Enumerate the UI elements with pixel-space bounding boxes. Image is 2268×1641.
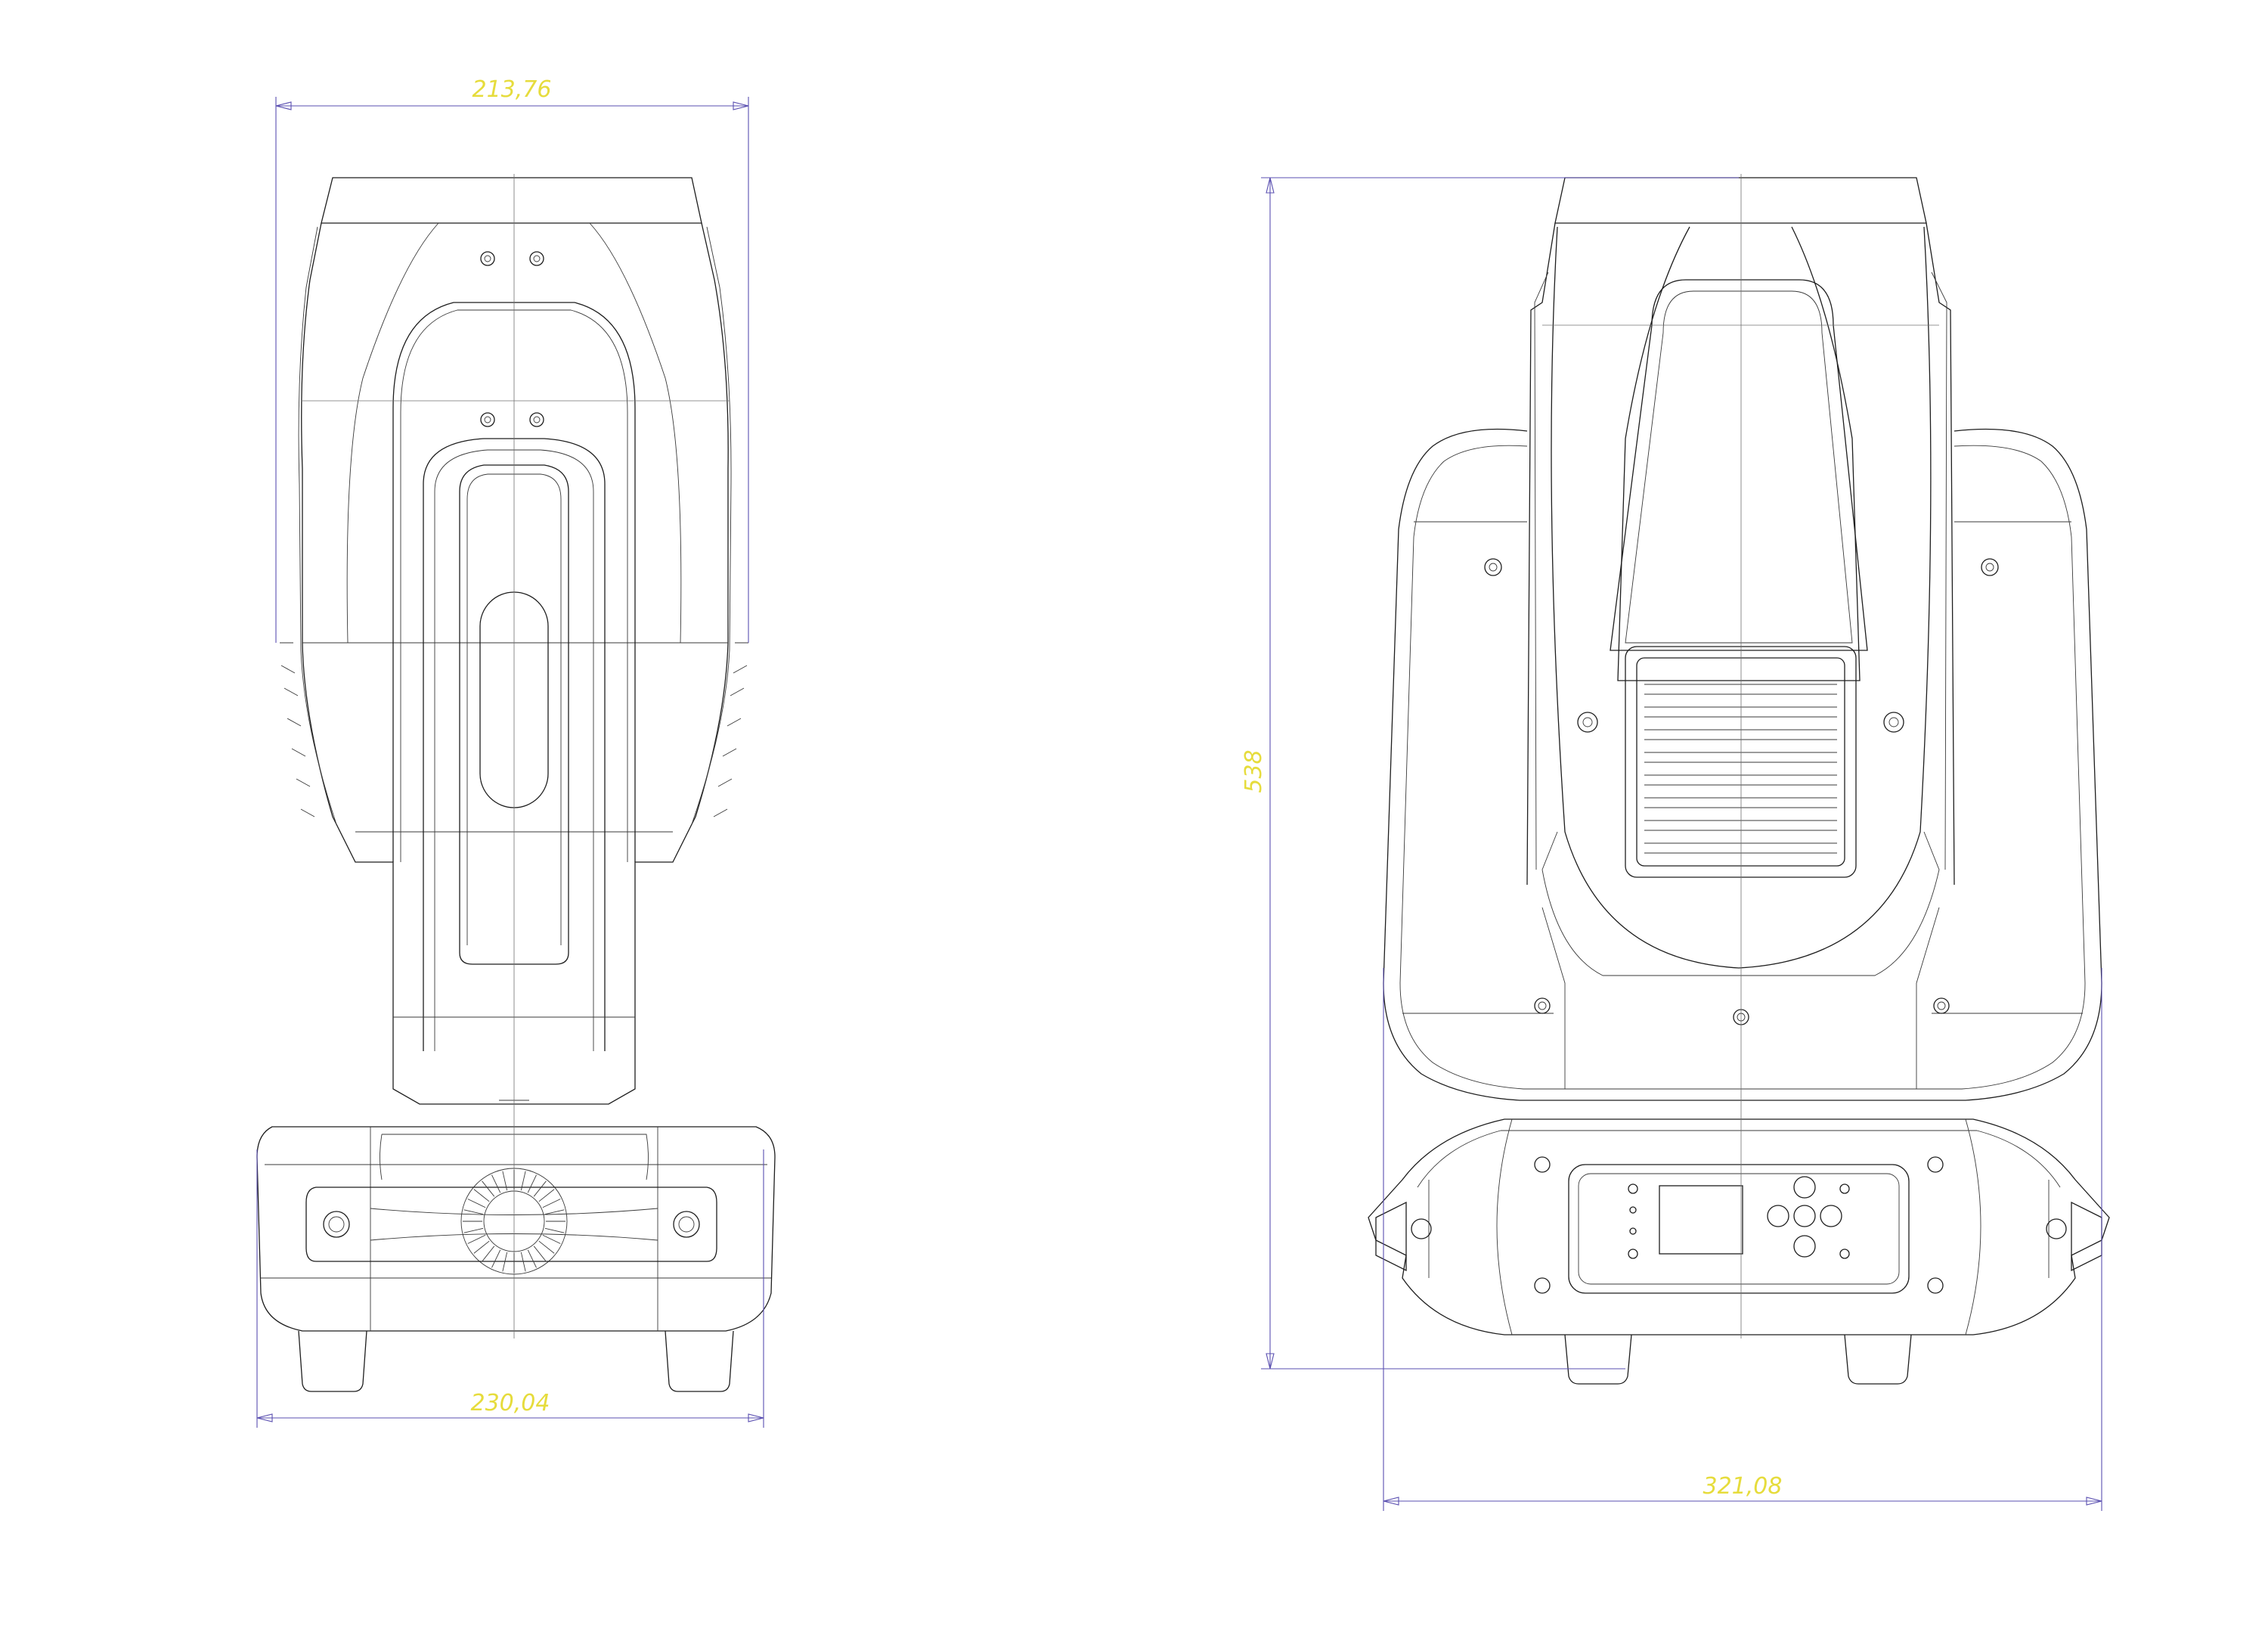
- fan-spoke: [502, 1171, 508, 1191]
- front-view: [1368, 174, 2110, 1385]
- fan-spoke: [463, 1209, 484, 1215]
- dimension-top-width: 213,76: [275, 76, 749, 643]
- fan-spoke: [533, 1180, 547, 1197]
- fan-spoke: [482, 1245, 495, 1262]
- fan-spoke: [520, 1252, 526, 1272]
- fan-spoke: [544, 1227, 565, 1233]
- fan-spoke: [544, 1209, 565, 1215]
- button-right: [1820, 1205, 1842, 1227]
- fan-spoke: [491, 1249, 501, 1268]
- dimension-front-height: 538: [1241, 177, 1739, 1370]
- fan-spoke: [491, 1174, 501, 1193]
- dimension-base-width: 230,04: [256, 1149, 764, 1428]
- fan-spoke: [482, 1180, 495, 1197]
- vent-grille: [1625, 646, 1857, 878]
- fan-spoke: [473, 1189, 490, 1202]
- control-panel: [1568, 1164, 1910, 1294]
- button-down: [1793, 1235, 1816, 1258]
- dimension-front-width: 321,08: [1383, 968, 2102, 1511]
- fan-spoke: [473, 1240, 490, 1254]
- fan-spoke: [538, 1240, 555, 1254]
- fan-spoke: [463, 1227, 484, 1233]
- dimension-label-top-width: 213,76: [472, 76, 552, 103]
- fan-spoke: [527, 1174, 537, 1193]
- fan-spoke: [467, 1234, 486, 1244]
- fan-spokes: [463, 1170, 565, 1273]
- button-enter: [1793, 1205, 1816, 1227]
- dimension-label-base-width: 230,04: [471, 1390, 550, 1416]
- fan-spoke: [542, 1234, 561, 1244]
- fan-spoke: [527, 1249, 537, 1268]
- button-left: [1767, 1205, 1789, 1227]
- fan-spoke: [520, 1171, 526, 1191]
- side-view: [256, 174, 776, 1392]
- fan-spoke: [538, 1189, 555, 1202]
- fan-spoke: [467, 1199, 486, 1208]
- dimension-label-front-height: 538: [1241, 749, 1267, 793]
- dimension-label-front-width: 321,08: [1703, 1473, 1783, 1500]
- fan-spoke: [533, 1245, 547, 1262]
- fan-spoke: [502, 1252, 508, 1272]
- fan-spoke: [542, 1199, 561, 1208]
- button-up: [1793, 1176, 1816, 1199]
- display-screen: [1659, 1185, 1743, 1255]
